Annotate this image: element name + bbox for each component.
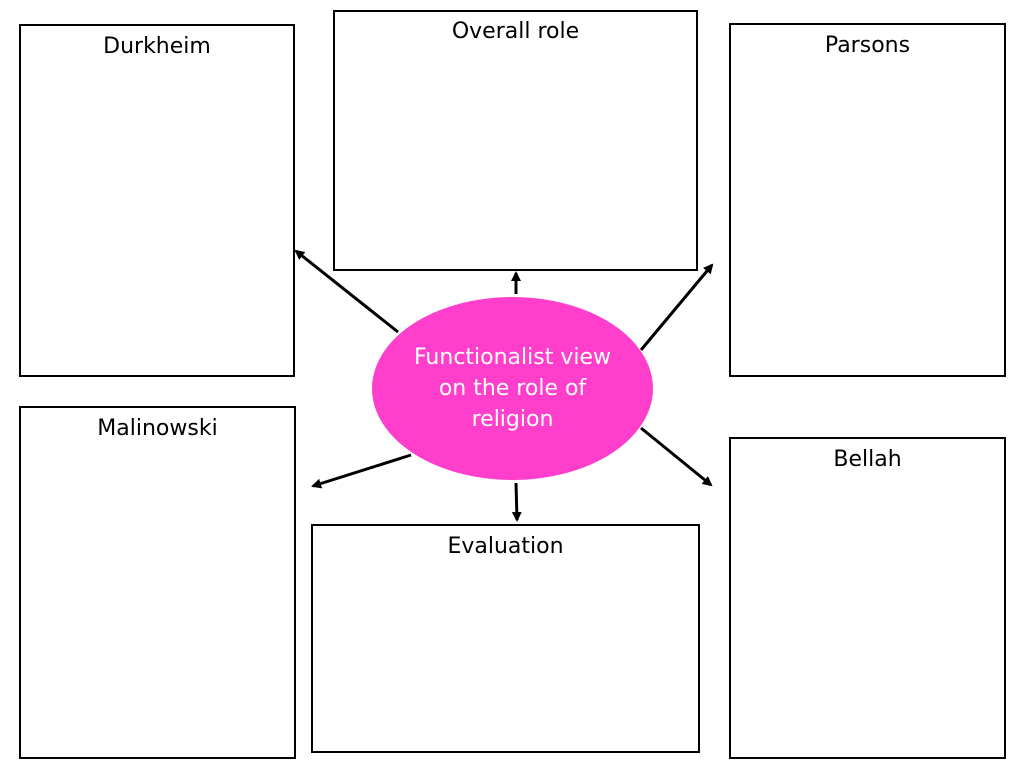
malinowski-title: Malinowski xyxy=(97,416,218,441)
center-ellipse: Functionalist view on the role of religi… xyxy=(372,297,653,480)
durkheim-title: Durkheim xyxy=(103,34,211,59)
durkheim-box: Durkheim xyxy=(19,24,295,377)
bellah-box: Bellah xyxy=(729,437,1006,759)
arrow-to-durkheim xyxy=(294,249,399,334)
overall-role-box: Overall role xyxy=(333,10,698,271)
center-text: Functionalist view on the role of religi… xyxy=(413,345,612,432)
evaluation-box: Evaluation xyxy=(311,524,700,753)
arrow-to-bellah xyxy=(640,426,713,487)
arrow-to-evaluation xyxy=(511,482,522,522)
parsons-title: Parsons xyxy=(824,33,911,58)
parsons-box: Parsons xyxy=(729,23,1006,377)
bellah-title: Bellah xyxy=(833,447,902,472)
malinowski-box: Malinowski xyxy=(19,406,296,759)
arrow-to-malinowski xyxy=(311,453,412,489)
overall-role-title: Overall role xyxy=(451,19,580,44)
evaluation-title: Evaluation xyxy=(447,534,564,559)
arrow-to-parsons xyxy=(639,263,714,351)
